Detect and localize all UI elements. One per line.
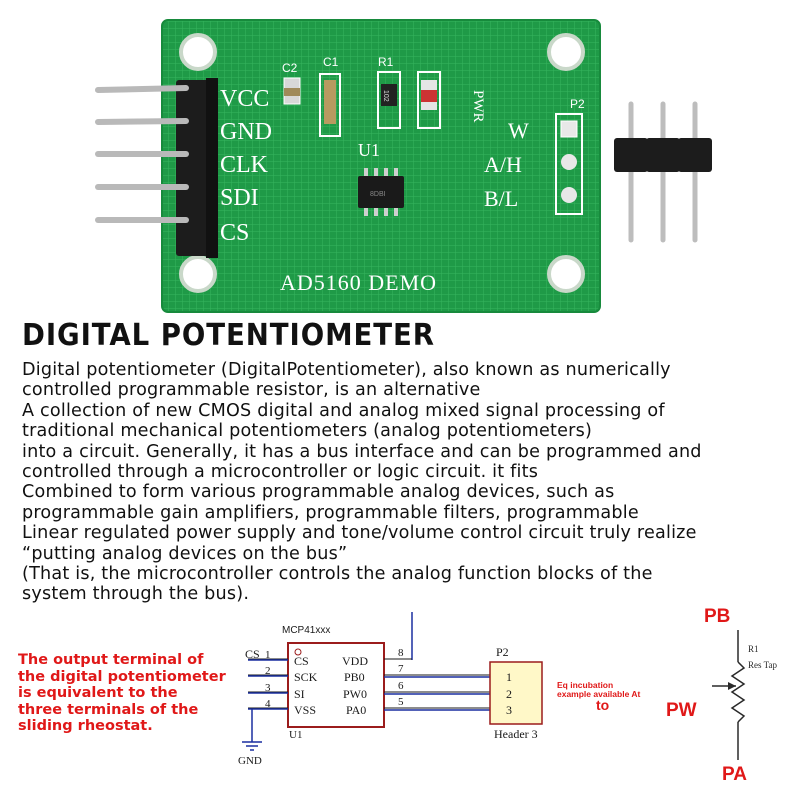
header-3-label: Header 3 xyxy=(494,727,538,741)
note-line: three terminals of the xyxy=(18,701,199,718)
description-line: Combined to form various programmable an… xyxy=(22,482,615,503)
description-line: “putting analog devices on the bus” xyxy=(22,543,348,564)
pin-label-cs: CS xyxy=(220,220,249,246)
svg-text:8: 8 xyxy=(398,647,404,659)
chip-name: MCP41xxx xyxy=(282,625,330,636)
description-line: programmable gain amplifiers, programmab… xyxy=(22,502,639,523)
note-line: is equivalent to the xyxy=(18,685,178,701)
rheostat-note: The output terminal of the digital poten… xyxy=(18,652,238,735)
svg-text:8DBI: 8DBI xyxy=(370,191,386,198)
svg-text:1: 1 xyxy=(506,670,512,684)
svg-text:102: 102 xyxy=(382,90,389,102)
svg-text:3: 3 xyxy=(506,703,512,717)
svg-text:VSS: VSS xyxy=(294,703,316,717)
svg-text:4: 4 xyxy=(265,698,271,710)
svg-text:SCK: SCK xyxy=(294,670,318,684)
mount-hole xyxy=(179,255,217,293)
eq-to: to xyxy=(596,697,609,713)
svg-text:1: 1 xyxy=(265,649,271,661)
label-pb: PB xyxy=(704,606,730,627)
description-line: Digital potentiometer (DigitalPotentiome… xyxy=(22,360,671,380)
resistor-r1 xyxy=(377,71,401,129)
board-demo-label: AD5160 DEMO xyxy=(280,270,437,295)
label-c1: C1 xyxy=(323,55,339,69)
description-line: controlled programmable resistor, is an … xyxy=(22,380,481,401)
u-label: U1 xyxy=(289,729,302,741)
svg-text:7: 7 xyxy=(398,663,404,675)
pin-label-gnd: GND xyxy=(220,119,272,145)
svg-text:CS: CS xyxy=(294,654,309,668)
svg-text:5: 5 xyxy=(398,696,404,708)
eq-note-line2: example available At xyxy=(557,689,640,699)
svg-text:VDD: VDD xyxy=(342,654,368,668)
description-text: Digital potentiometer (DigitalPotentiome… xyxy=(22,360,792,605)
mount-hole xyxy=(547,255,585,293)
cs-signal-label: CS xyxy=(245,647,260,661)
eq-note-line1: Eq incubation xyxy=(557,680,613,690)
label-p2-board: P2 xyxy=(570,97,585,111)
mount-hole xyxy=(547,33,585,71)
svg-text:PA0: PA0 xyxy=(346,703,366,717)
page-heading: DIGITAL POTENTIOMETER xyxy=(22,318,435,353)
description-line: controlled through a microcontroller or … xyxy=(22,462,539,483)
header-name: P2 xyxy=(496,645,509,659)
header-3-box xyxy=(489,661,543,725)
label-r1-rheo: R1 xyxy=(748,644,759,654)
label-bl: B/L xyxy=(484,186,518,211)
label-pa: PA xyxy=(722,764,747,785)
pin-label-vcc: VCC xyxy=(220,86,269,112)
label-r1: R1 xyxy=(378,55,394,69)
svg-text:6: 6 xyxy=(398,680,404,692)
chip-u1: 8DBI xyxy=(358,168,404,216)
label-c2: C2 xyxy=(282,61,298,75)
label-pw: PW xyxy=(666,700,697,721)
loose-pin-header xyxy=(614,101,712,243)
description-line: system through the bus). xyxy=(22,584,250,605)
pcb-board: VCC GND CLK SDI CS C2 C1 R1 102 PWR U1 xyxy=(95,19,601,313)
label-res-tap: Res Tap xyxy=(748,660,777,670)
svg-text:PW0: PW0 xyxy=(343,687,367,701)
p2-footprint xyxy=(555,113,583,215)
rheostat-diagram: PB R1 Res Tap PW PA xyxy=(666,606,777,785)
label-ah: A/H xyxy=(484,152,522,177)
note-line: the digital potentiometer xyxy=(18,668,226,685)
schematic-mcp41xxx: MCP41xxx CS 1 2 3 4 CS SCK SI VSS VDD PB… xyxy=(238,612,640,767)
svg-text:SI: SI xyxy=(294,687,305,701)
description-line: Linear regulated power supply and tone/v… xyxy=(22,523,697,544)
led-pwr xyxy=(417,71,441,129)
description-line: into a circuit. Generally, it has a bus … xyxy=(22,441,702,462)
svg-text:2: 2 xyxy=(265,665,271,677)
chip-body xyxy=(287,642,385,728)
pin-header-5 xyxy=(95,78,218,258)
gnd-label: GND xyxy=(238,755,262,767)
description-line: (That is, the microcontroller controls t… xyxy=(22,564,653,585)
description-line: traditional mechanical potentiometers (a… xyxy=(22,421,593,442)
label-w: W xyxy=(508,118,529,143)
note-line: The output terminal of xyxy=(18,652,204,668)
mount-hole xyxy=(179,33,217,71)
description-line: A collection of new CMOS digital and ana… xyxy=(22,400,665,421)
svg-text:PB0: PB0 xyxy=(344,670,365,684)
label-u1: U1 xyxy=(358,140,380,160)
pin-label-sdi: SDI xyxy=(220,185,259,211)
note-line: sliding rheostat. xyxy=(18,718,153,734)
label-pwr: PWR xyxy=(470,90,486,123)
pin-label-clk: CLK xyxy=(220,152,269,178)
svg-text:3: 3 xyxy=(265,682,271,694)
capacitor-c1 xyxy=(319,73,341,137)
svg-text:2: 2 xyxy=(506,687,512,701)
